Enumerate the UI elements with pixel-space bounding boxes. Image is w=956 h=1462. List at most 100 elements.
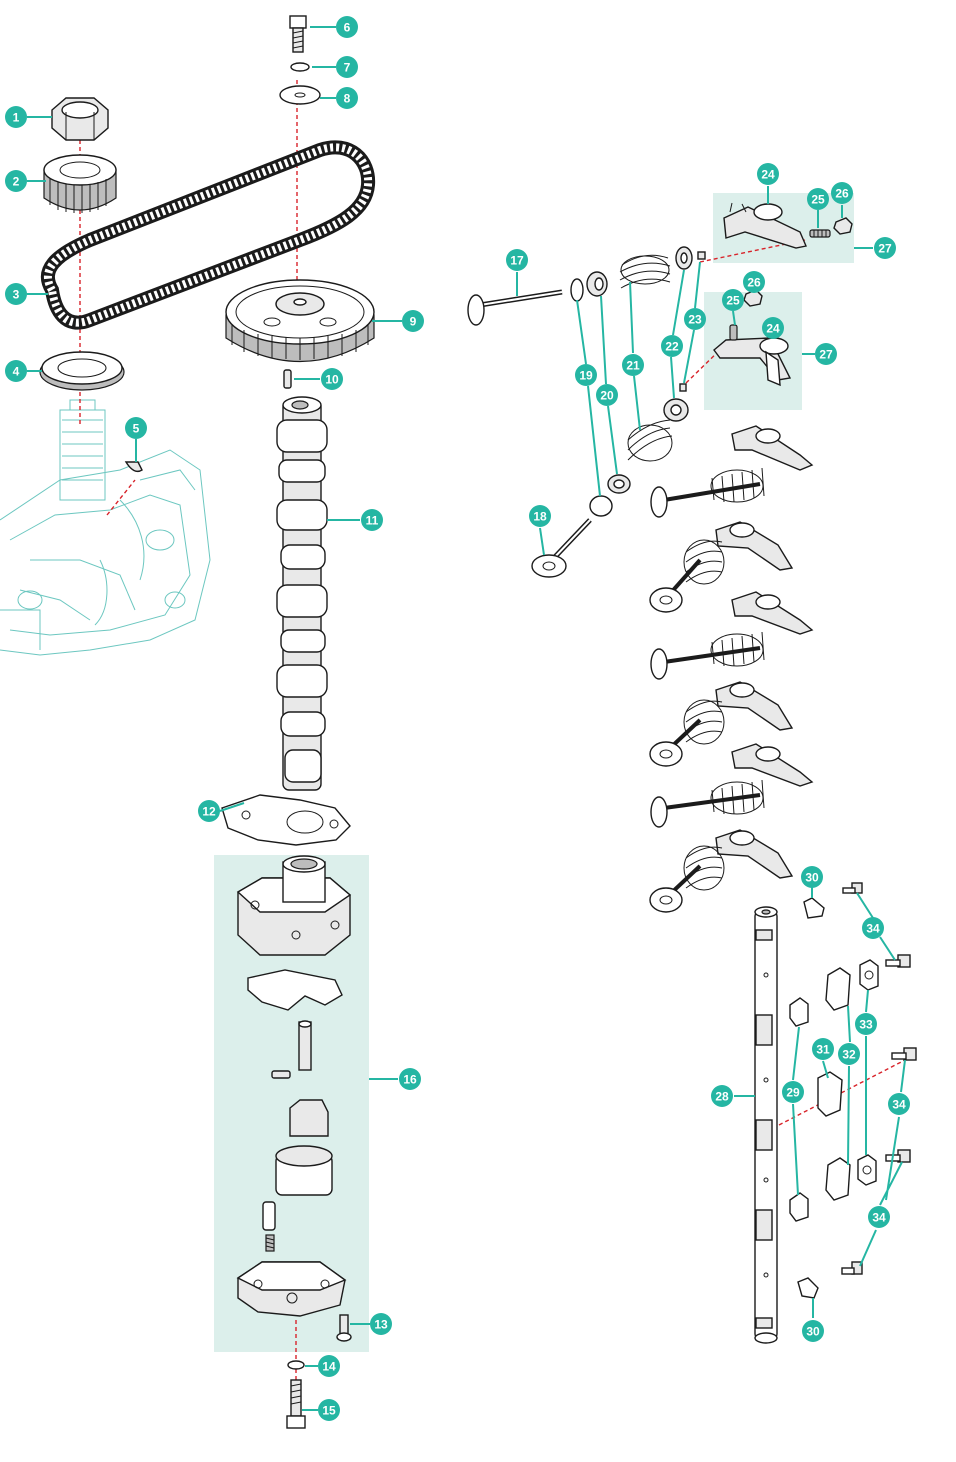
callout-number: 1 (13, 111, 20, 125)
woodruff-key (124, 461, 143, 473)
callout-bubble (874, 237, 896, 259)
callout-bubble (711, 1085, 733, 1107)
callout-24: 24 (757, 163, 779, 185)
valve-rocker-set (649, 681, 794, 767)
callout-34: 34 (888, 1093, 910, 1115)
callout-bubble (321, 368, 343, 390)
callout-24: 24 (762, 317, 784, 339)
callout-number: 4 (13, 365, 20, 379)
callout-number: 21 (626, 359, 640, 373)
callout-11: 11 (361, 509, 383, 531)
callout-number: 31 (816, 1043, 830, 1057)
callout-bubble (5, 106, 27, 128)
callout-25: 25 (722, 289, 744, 311)
pulley-washer (279, 85, 321, 105)
callout-number: 19 (579, 369, 593, 383)
intake-valve (467, 289, 563, 326)
callout-bubble (762, 317, 784, 339)
callout-bubble (318, 1355, 340, 1377)
valve-rocker-set (649, 521, 794, 613)
callout-number: 16 (403, 1073, 417, 1087)
callout-bubble (399, 1068, 421, 1090)
exhaust-valve (531, 518, 592, 578)
callout-bubble (722, 289, 744, 311)
shaft-holder (857, 1154, 877, 1186)
washer (290, 62, 310, 72)
callout-bubble (802, 1320, 824, 1342)
timing-belt (40, 140, 376, 330)
callout-number: 6 (344, 21, 351, 35)
shaft-stopper (797, 1277, 819, 1299)
callout-bubble (831, 182, 853, 204)
callout-number: 18 (533, 510, 547, 524)
callout-14: 14 (318, 1355, 340, 1377)
pump-bolt (286, 1379, 306, 1429)
callout-number: 23 (688, 313, 702, 327)
adjusting-screw (729, 324, 738, 341)
valve-rocker-set (649, 829, 794, 913)
callout-bubble (336, 87, 358, 109)
shaft-stopper (803, 897, 825, 919)
clip-bracket (825, 1157, 851, 1201)
cam-pulley (225, 279, 375, 362)
valve-spring (619, 254, 671, 289)
shaft-holder (859, 959, 879, 991)
callout-10: 10 (321, 368, 343, 390)
callout-number: 30 (806, 1325, 820, 1339)
callout-number: 12 (202, 805, 216, 819)
callout-28: 28 (711, 1085, 733, 1107)
callout-number: 15 (322, 1404, 336, 1418)
camshaft (276, 396, 328, 791)
callout-bubble (838, 1043, 860, 1065)
callout-30: 30 (802, 1320, 824, 1342)
callout-bubble (5, 170, 27, 192)
holder-bolt (885, 954, 911, 968)
callout-bubble (198, 800, 220, 822)
callout-4: 4 (5, 360, 27, 382)
powerhead-outline (0, 399, 211, 656)
callout-number: 25 (726, 294, 740, 308)
callout-6: 6 (336, 16, 358, 38)
callout-number: 27 (819, 348, 833, 362)
callout-number: 34 (892, 1098, 906, 1112)
callout-bubble (5, 283, 27, 305)
drive-nut (51, 97, 109, 141)
callouts: 1234567891011121314151617181920212223242… (5, 16, 910, 1421)
callout-bubble (801, 866, 823, 888)
spring-clip-a (789, 1192, 809, 1222)
callout-bubble (506, 249, 528, 271)
callout-bubble (815, 343, 837, 365)
callout-number: 3 (13, 288, 20, 302)
clip-bracket (825, 967, 851, 1011)
callout-bubble (757, 163, 779, 185)
callout-number: 25 (811, 193, 825, 207)
callout-bubble (684, 308, 706, 330)
pump-screw (336, 1314, 352, 1342)
callout-27: 27 (815, 343, 837, 365)
callout-bubble (5, 360, 27, 382)
valve-stem-seal (607, 474, 631, 494)
rocker-arm-assembly (713, 289, 792, 387)
callout-bubble (807, 188, 829, 210)
callout-bubble (868, 1206, 890, 1228)
callout-number: 9 (410, 315, 417, 329)
callout-number: 14 (322, 1360, 336, 1374)
holder-bolt (842, 882, 863, 894)
rocker-shaft (754, 906, 778, 1344)
callout-29: 29 (782, 1081, 804, 1103)
callout-number: 11 (366, 514, 379, 528)
callout-number: 32 (842, 1048, 856, 1062)
spring-retainer (675, 246, 693, 270)
callout-27: 27 (874, 237, 896, 259)
callout-31: 31 (812, 1038, 834, 1060)
callout-number: 20 (600, 389, 614, 403)
valve-seat-washer (570, 278, 584, 302)
valve-stem-seal (586, 271, 608, 297)
callout-8: 8 (336, 87, 358, 109)
pulley-bolt (289, 15, 307, 53)
callout-34: 34 (868, 1206, 890, 1228)
callout-number: 10 (325, 373, 339, 387)
callout-number: 30 (805, 871, 819, 885)
adjusting-screw (809, 229, 831, 238)
